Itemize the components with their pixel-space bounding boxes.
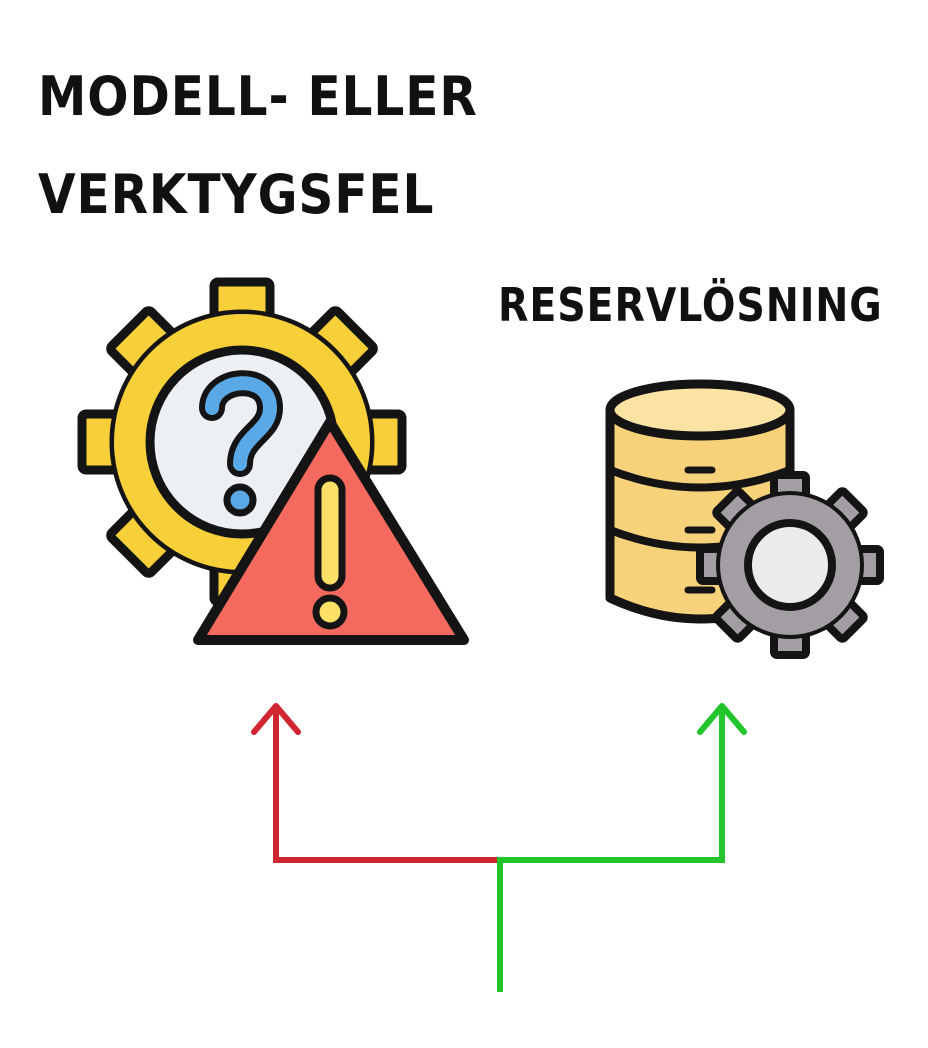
error-title-line-1: MODELL- ELLER bbox=[38, 65, 478, 128]
database-gear-icon bbox=[605, 379, 884, 659]
gear-question-warning-icon bbox=[77, 277, 469, 645]
error-title-line-2: VERKTYGSFEL bbox=[38, 163, 435, 226]
question-mark-icon bbox=[199, 370, 284, 517]
red-arrow-to-error bbox=[251, 703, 498, 863]
fallback-title: RESERVLÖSNING bbox=[498, 278, 883, 332]
grey-gear-icon bbox=[696, 471, 884, 659]
warning-triangle-icon bbox=[193, 417, 469, 645]
green-arrow-to-fallback bbox=[497, 703, 747, 992]
